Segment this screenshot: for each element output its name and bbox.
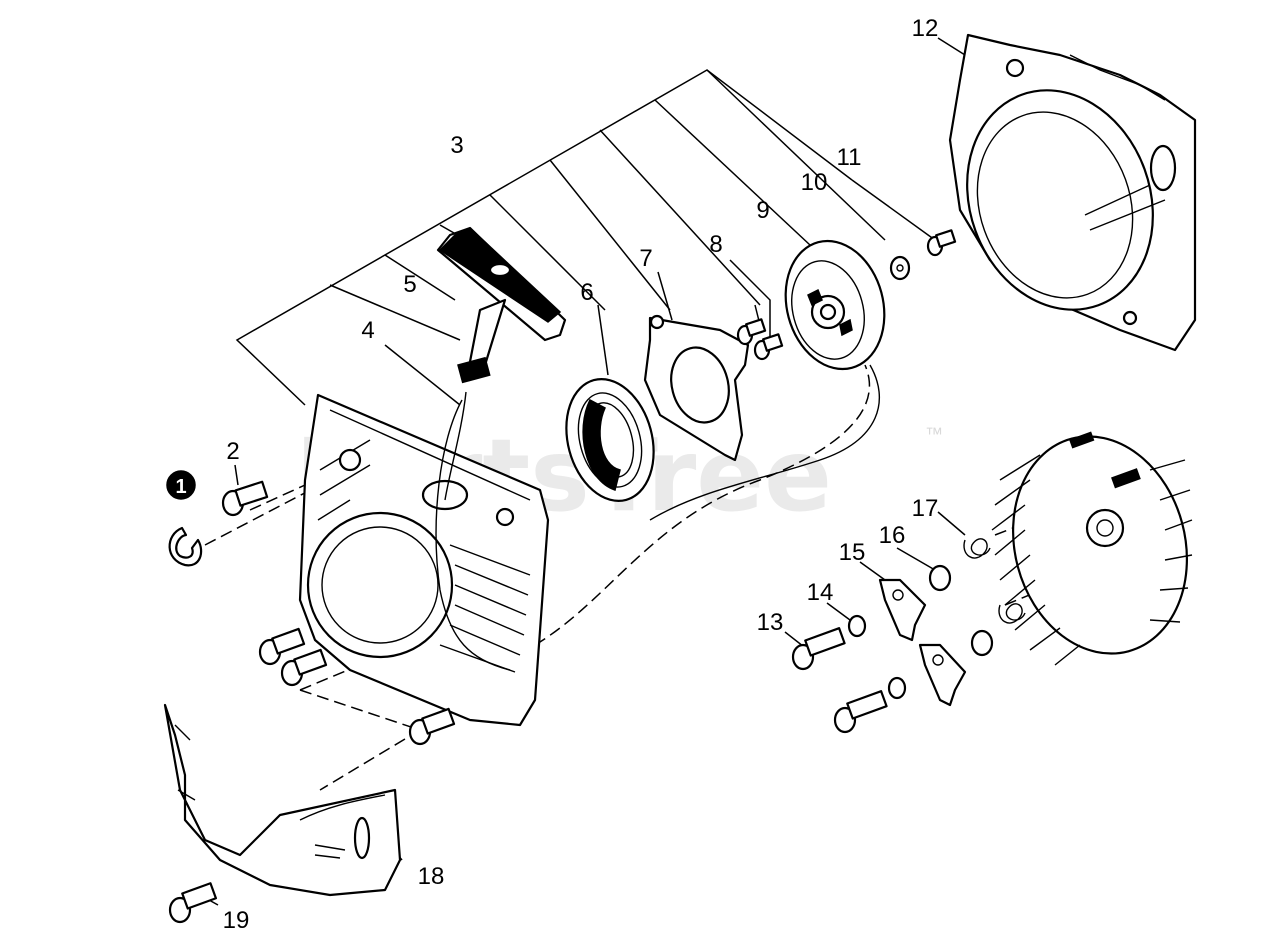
pawl-part-15 xyxy=(878,578,967,707)
starter-housing xyxy=(298,393,550,727)
rope-rotor-part-9 xyxy=(784,239,886,371)
leader-lines xyxy=(199,37,966,906)
callout-8: 8 xyxy=(709,231,722,258)
starter-rope xyxy=(444,391,467,501)
callout-3: 3 xyxy=(450,132,463,159)
callout-6: 6 xyxy=(580,279,593,306)
circlip-part-1 xyxy=(168,526,203,567)
callout-2: 2 xyxy=(226,438,239,465)
callout-13: 13 xyxy=(757,609,784,636)
callout-labels: 2 3 4 5 6 7 8 9 10 11 12 13 14 15 16 17 … xyxy=(223,15,939,934)
callout-1-badge: 1 xyxy=(166,470,196,500)
callout-17: 17 xyxy=(912,495,939,522)
sleeve-part-16 xyxy=(928,564,994,657)
rotor-rope xyxy=(649,364,881,521)
screw-part-2 xyxy=(221,480,269,517)
screw-part-11 xyxy=(926,229,957,257)
cover-part-18 xyxy=(163,703,402,897)
callout-9: 9 xyxy=(756,197,769,224)
callout-1: 1 xyxy=(175,476,186,498)
callout-4: 4 xyxy=(361,317,374,344)
starter-handle-part-5 xyxy=(436,226,567,384)
spring-housing-part-7 xyxy=(643,314,750,462)
washer-part-10 xyxy=(889,255,911,281)
callout-10: 10 xyxy=(801,169,828,196)
spring-part-17 xyxy=(963,538,1026,624)
callout-18: 18 xyxy=(418,863,445,890)
callout-19: 19 xyxy=(223,907,250,934)
watermark-trademark: ™ xyxy=(925,424,943,444)
fan-wheel xyxy=(991,431,1193,666)
callout-5: 5 xyxy=(403,271,416,298)
callout-14: 14 xyxy=(807,579,834,606)
screw-part-19 xyxy=(168,882,218,924)
callout-12: 12 xyxy=(912,15,939,42)
rewind-spring-part-6 xyxy=(565,378,655,502)
screw-part-8 xyxy=(736,318,784,361)
callout-16: 16 xyxy=(879,522,906,549)
callout-11: 11 xyxy=(837,144,862,171)
washer-part-14 xyxy=(847,614,907,700)
fan-housing-part-12 xyxy=(948,33,1197,352)
callout-7: 7 xyxy=(639,245,652,272)
screw-part-13 xyxy=(791,627,888,734)
callout-15: 15 xyxy=(839,539,866,566)
housing-screws xyxy=(258,627,456,746)
